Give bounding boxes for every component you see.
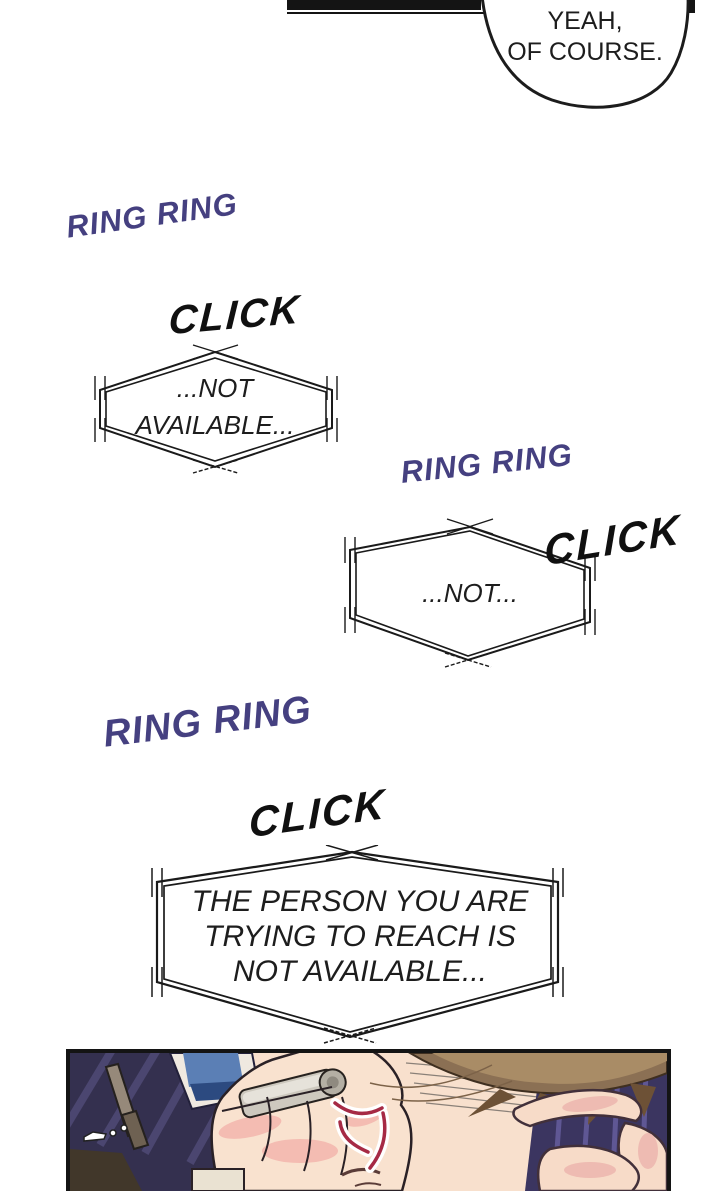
speech-line: YEAH,	[547, 7, 623, 35]
message-line: THE PERSON YOU ARE	[191, 885, 529, 918]
message-line: TRYING TO REACH IS	[204, 920, 516, 953]
message-line: ...NOT	[176, 373, 254, 403]
previous-panel-edge-line	[287, 12, 484, 14]
stick	[104, 1062, 150, 1151]
phone-message-text-1: ...NOT AVAILABLE...	[95, 370, 335, 444]
dark-corner	[70, 1149, 142, 1191]
sfx-ring-ring-3: RING RING	[101, 688, 315, 756]
sfx-click-3: CLICK	[249, 779, 386, 847]
anger-mark-icon	[330, 1098, 390, 1173]
phone-message-text-3: THE PERSON YOU ARE TRYING TO REACH IS NO…	[160, 884, 560, 989]
hand-gripping-hair	[512, 1088, 667, 1191]
eyebrow	[341, 1168, 382, 1187]
phone-message-bubble-2	[344, 518, 596, 668]
sketch-ticks	[344, 518, 596, 668]
message-line: ...NOT...	[422, 578, 518, 608]
sfx-ring-ring-1: RING RING	[64, 185, 240, 245]
phone-message-bubble-1	[94, 344, 338, 474]
manga-panel	[66, 1049, 671, 1191]
sketch-ticks	[94, 344, 338, 474]
speech-bubble-text: YEAH, OF COURSE.	[505, 6, 665, 68]
message-line: NOT AVAILABLE...	[232, 955, 487, 988]
hand-holding-phone	[191, 1053, 413, 1191]
speech-line: OF COURSE.	[507, 38, 663, 66]
white-marks	[83, 1124, 128, 1142]
manga-panel-illustration	[70, 1053, 667, 1191]
phone-in-hand	[238, 1068, 347, 1119]
previous-panel-edge	[287, 0, 481, 10]
sfx-ring-ring-2: RING RING	[399, 436, 575, 490]
phone-message-text-2: ...NOT...	[370, 577, 570, 609]
sfx-click-1: CLICK	[167, 287, 302, 344]
speech-bubble	[481, 0, 690, 109]
message-line: AVAILABLE...	[135, 410, 295, 440]
phone-message-bubble-3	[151, 845, 564, 1044]
sketch-ticks	[151, 845, 564, 1044]
